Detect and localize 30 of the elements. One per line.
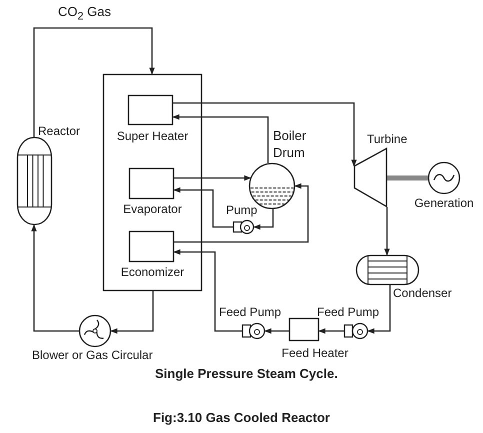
flow-arrow [318, 328, 344, 334]
flow-arrow [110, 291, 154, 334]
component-label: Super Heater [116, 129, 190, 143]
flow-arrow [173, 187, 233, 228]
flow-arrow [174, 183, 309, 243]
figure-caption: Fig:3.10 Gas Cooled Reactor [153, 410, 330, 425]
flow-arrow [172, 114, 269, 163]
component-label: Pump [226, 203, 258, 217]
flow-arrow [33, 27, 155, 137]
component-label: Economizer [120, 265, 186, 279]
component-label: Turbine [367, 132, 408, 146]
flow-arrow [173, 249, 242, 332]
shaft-line [387, 176, 428, 180]
component-label: Boiler Drum [273, 127, 308, 161]
component-label: Blower or Gas Circular [32, 348, 154, 362]
component-label: Evaporator [122, 202, 183, 216]
component-label: Generation [413, 196, 475, 210]
flow-arrow [264, 328, 289, 334]
component-label: Reactor [38, 124, 82, 138]
flow-arrow [31, 224, 79, 332]
flow-arrow [253, 209, 274, 230]
component-label: Condenser [393, 286, 453, 300]
component-label: Feed Pump [317, 305, 380, 319]
component-label: Feed Pump [219, 305, 282, 319]
flow-arrow [173, 102, 357, 167]
flow-arrow [384, 207, 390, 256]
diagram-subtitle: Single Pressure Steam Cycle. [155, 366, 338, 381]
flow-arrow [174, 175, 252, 181]
flow-arrow [367, 285, 391, 334]
component-label: Feed Heater [280, 346, 350, 360]
